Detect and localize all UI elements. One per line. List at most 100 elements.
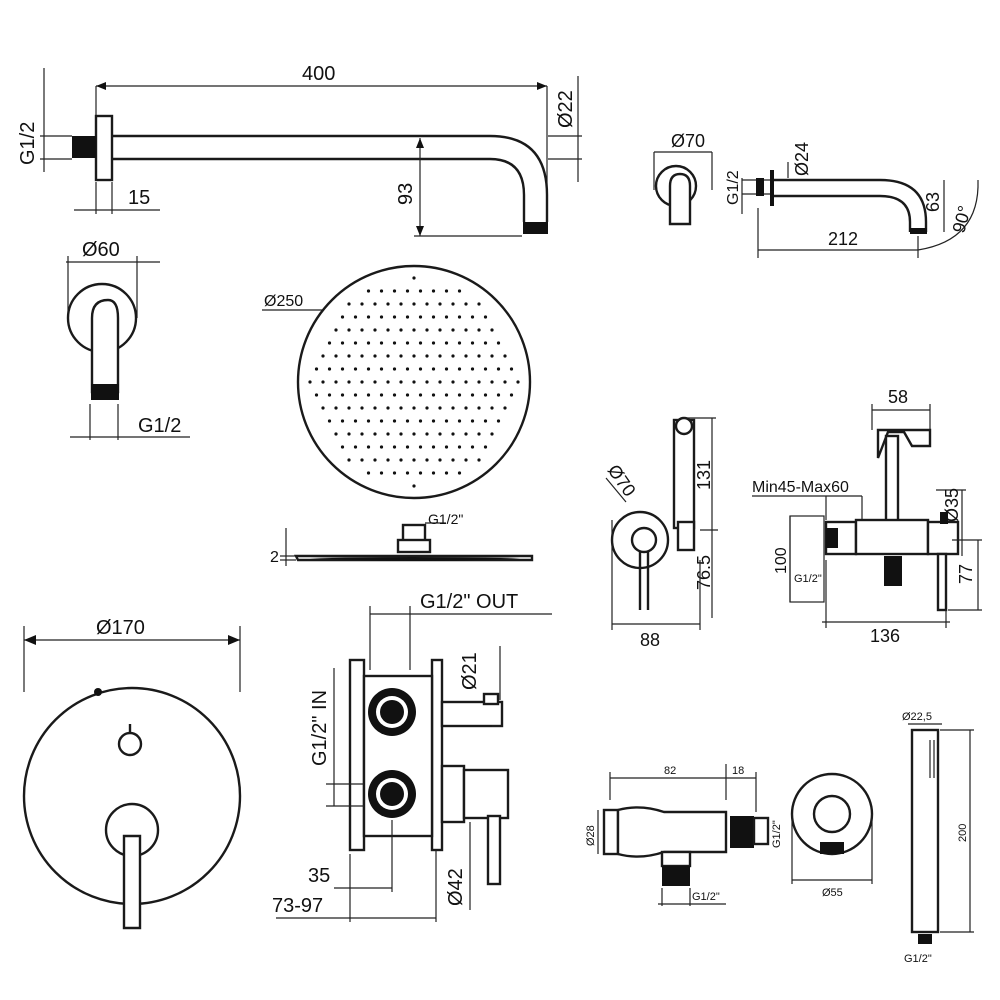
nozzle-dot [438, 406, 442, 410]
nozzle-dot [360, 432, 364, 436]
nozzle-dot [516, 380, 520, 384]
nozzle-dot [386, 302, 390, 306]
nozzle-dot [399, 406, 403, 410]
nozzle-dot [334, 432, 338, 436]
nozzle-dot [418, 419, 423, 423]
valve-diameter-label: Ø28 [585, 825, 597, 846]
nozzle-dot [321, 406, 325, 410]
nozzle-dot [457, 445, 462, 449]
nozzle-dot [314, 393, 319, 397]
nozzle-dot [425, 380, 429, 384]
spout-angle-label: 90° [949, 204, 975, 235]
arm-diameter-label: Ø22 [555, 90, 577, 128]
arm-thread-label: G1/2 [17, 122, 39, 165]
nozzle-dot [360, 458, 364, 462]
nozzle-dot [386, 328, 390, 332]
nozzle-dot [451, 328, 455, 332]
nozzle-dot [477, 380, 481, 384]
nozzle-dot [321, 354, 325, 358]
hand-length-label: 200 [957, 824, 969, 842]
nozzle-dot [347, 354, 351, 358]
nozzle-dot [360, 406, 364, 410]
nozzle-dot [457, 315, 462, 319]
nozzle-dot [431, 367, 436, 371]
nozzle-dot [392, 341, 397, 345]
nozzle-dot [483, 419, 488, 423]
spout-view: Ø70 G1/2 Ø24 212 63 90° [653, 131, 979, 258]
nozzle-dot [464, 380, 468, 384]
nozzle-dot [438, 328, 442, 332]
nozzle-dot [457, 289, 462, 293]
flange-thread-label: G1/2 [138, 415, 181, 437]
nozzle-dot [464, 406, 468, 410]
nozzle-dot [438, 302, 442, 306]
flange-depth-label: 15 [128, 187, 150, 209]
nozzle-dot [347, 380, 351, 384]
bidet-head-width-label: 58 [888, 387, 908, 407]
nozzle-dot [444, 471, 449, 475]
head-diameter-label: Ø250 [264, 293, 303, 310]
nozzle-dot [457, 471, 462, 475]
nozzle-dot [444, 419, 449, 423]
nozzle-dot [314, 367, 319, 371]
nozzle-dot [412, 302, 416, 306]
nozzle-dot [399, 380, 403, 384]
nozzle-dot [353, 367, 358, 371]
nozzle-dot [347, 302, 351, 306]
nozzle-dot [386, 458, 390, 462]
hand-shower-view: Ø22,5 200 G1/2" [902, 711, 974, 965]
bidet-body-diameter-label: Ø35 [942, 488, 962, 522]
nozzle-dot [399, 302, 403, 306]
nozzle-dot [327, 367, 332, 371]
nozzle-dot [340, 419, 345, 423]
nozzle-dot [470, 341, 475, 345]
nozzle-dot [483, 315, 488, 319]
nozzle-dot [373, 302, 377, 306]
nozzle-dot [496, 419, 501, 423]
nozzle-dot [425, 302, 429, 306]
nozzle-dot [379, 367, 384, 371]
nozzle-dot [438, 458, 442, 462]
nozzle-dot [470, 419, 475, 423]
nozzle-dot [347, 458, 351, 462]
nozzle-dot [457, 367, 462, 371]
nozzle-dot [444, 445, 449, 449]
diverter-diameter-label: Ø21 [459, 652, 481, 690]
nozzle-dot [366, 367, 371, 371]
nozzle-dot [327, 341, 332, 345]
nozzle-dot [405, 471, 410, 475]
nozzle-dot [451, 432, 455, 436]
nozzle-dot [327, 393, 332, 397]
nozzle-dot [412, 380, 416, 384]
nozzle-dot [308, 380, 312, 384]
nozzle-dot [412, 276, 416, 280]
nozzle-dot [490, 328, 494, 332]
outlet-diameter-label: Ø55 [822, 887, 843, 899]
nozzle-dot [360, 328, 364, 332]
nozzle-dot [405, 419, 410, 423]
nozzle-dot [477, 328, 481, 332]
bidet-range-label: Min45-Max60 [752, 479, 849, 496]
nozzle-dot [366, 419, 371, 423]
nozzle-dot [399, 328, 403, 332]
spacing-label: 35 [308, 865, 330, 887]
nozzle-dot [379, 341, 384, 345]
flange-diameter-label: Ø60 [82, 239, 120, 261]
nozzle-dot [373, 406, 377, 410]
nozzle-dot [425, 458, 429, 462]
nozzle-dot [503, 354, 507, 358]
hand-thread-label: G1/2" [904, 953, 932, 965]
nozzle-dot [379, 289, 384, 293]
nozzle-dot [392, 445, 397, 449]
nozzle-dot [483, 393, 488, 397]
nozzle-dot [379, 471, 384, 475]
nozzle-dot [444, 315, 449, 319]
nozzle-dot [464, 432, 468, 436]
nozzle-dot [366, 445, 371, 449]
depth-range-label: 73-97 [272, 895, 323, 917]
head-thickness-label: 2 [270, 549, 279, 566]
nozzle-dot [392, 393, 397, 397]
nozzle-dot [444, 393, 449, 397]
nozzle-dot [392, 367, 397, 371]
nozzle-dot [470, 367, 475, 371]
